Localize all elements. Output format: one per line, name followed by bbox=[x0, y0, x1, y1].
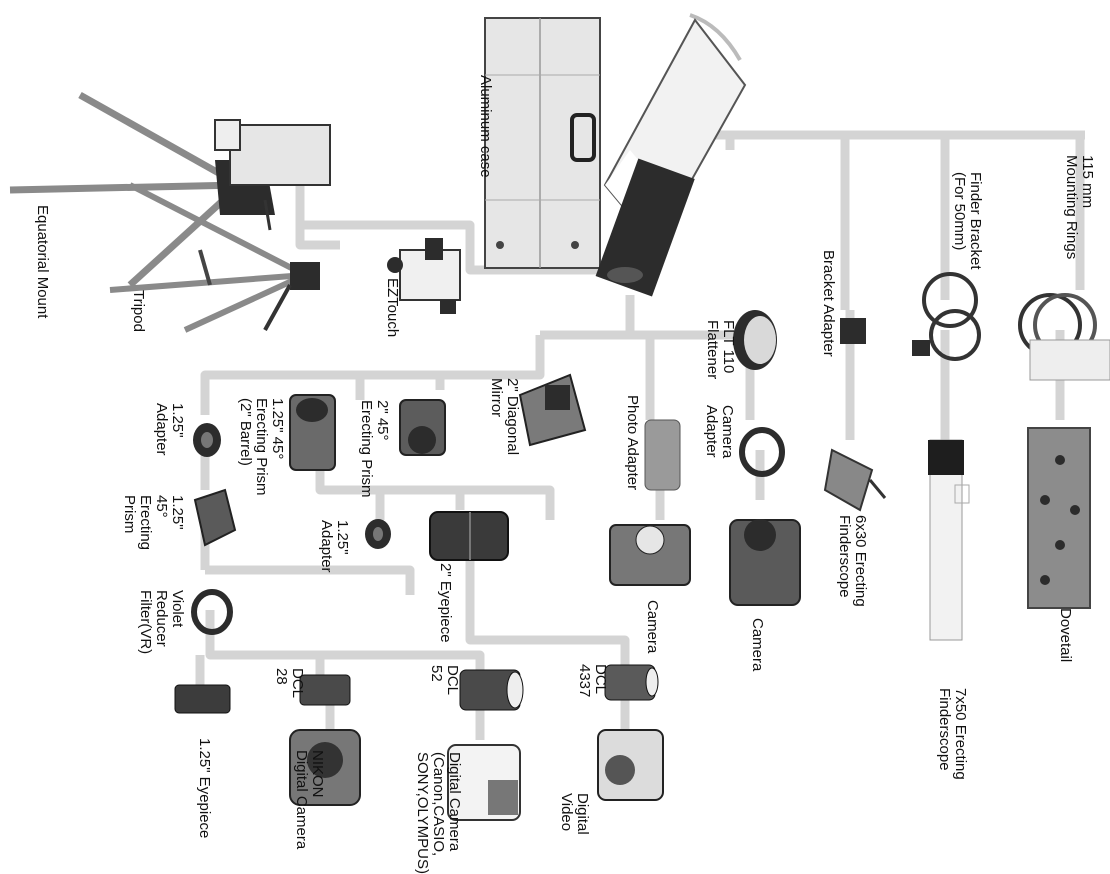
label-digital-camera-multi: Digital Camera (Canon,CASIO, SONY,OLYMPU… bbox=[414, 752, 463, 874]
tripod-image bbox=[109, 182, 320, 333]
label-dcl-28: DCL 28 bbox=[273, 668, 306, 699]
camera-adapter-image bbox=[739, 427, 785, 477]
label-camera-2: Camera bbox=[644, 600, 661, 654]
label-aluminum-case: Aluminum case bbox=[477, 75, 494, 178]
violet-filter-image bbox=[191, 589, 233, 635]
erecting-prism-125-barrel-image bbox=[289, 394, 336, 471]
label-eztouch: EZTouch bbox=[384, 278, 401, 338]
label-eyepiece-125: 1.25" Eyepiece bbox=[196, 738, 213, 839]
label-adapter-125-top: 1.25" Adapter bbox=[153, 403, 186, 456]
finderscope-7x50-image bbox=[928, 439, 970, 641]
label-eyepiece-2: 2" Eyepiece bbox=[437, 563, 454, 643]
label-adapter-125-mid: 1.25" Adapter bbox=[318, 520, 351, 573]
label-violet-filter: Violet Reducer Filter(VR) bbox=[137, 590, 186, 655]
label-camera-1: Camera bbox=[749, 618, 766, 672]
erecting-prism-2-image bbox=[399, 399, 446, 456]
label-tripod: Tripod bbox=[130, 290, 147, 332]
label-nikon-camera: NIKON Digital Camera bbox=[293, 750, 326, 850]
eyepiece-2-image bbox=[429, 511, 509, 561]
camera-1-image bbox=[729, 519, 801, 606]
label-photo-adapter: Photo Adapter bbox=[624, 395, 641, 491]
label-diagonal-mirror: 2" Diagonal Mirror bbox=[488, 378, 521, 456]
bracket-adapter-image bbox=[840, 318, 866, 344]
adapter-125-top-image bbox=[193, 423, 221, 457]
adapter-125-mid-image bbox=[365, 519, 391, 549]
camera-2-image bbox=[609, 524, 691, 586]
label-finderscope-7x50: 7x50 Erecting Finderscope bbox=[936, 688, 969, 780]
digital-camera-multi-image bbox=[447, 744, 521, 821]
flattener-image bbox=[733, 310, 777, 370]
label-dcl-52: DCL 52 bbox=[428, 665, 461, 696]
eyepiece-125-image bbox=[174, 684, 231, 714]
equatorial-mount-image bbox=[9, 91, 331, 288]
photo-adapter-image bbox=[644, 419, 681, 491]
erecting-prism-125-image bbox=[193, 488, 237, 547]
label-camera-adapter: Camera Adapter bbox=[703, 405, 736, 459]
label-mounting-rings: 115 mm Mounting Rings bbox=[1063, 155, 1096, 260]
dcl-52-image bbox=[459, 669, 524, 711]
aluminum-case-image bbox=[484, 17, 601, 269]
dovetail-image bbox=[1027, 427, 1091, 609]
finder-bracket-image bbox=[912, 272, 981, 361]
label-erecting-prism-125-barrel: 1.25" 45° Erecting Prism (2" Barrel) bbox=[237, 398, 286, 496]
label-equatorial-mount: Equatorial Mount bbox=[34, 205, 51, 319]
dcl-28-image bbox=[299, 674, 351, 706]
label-erecting-prism-125: 1.25" 45° Erecting Prism bbox=[121, 495, 186, 551]
label-dovetail: Dovetail bbox=[1057, 608, 1074, 663]
label-flattener: FLT 110 Flattener bbox=[704, 320, 737, 380]
telescope-image bbox=[595, 13, 747, 297]
label-dcl-4337: DCL 4337 bbox=[576, 664, 609, 698]
label-finder-bracket: Finder Bracket (For 50mm) bbox=[951, 172, 984, 270]
label-bracket-adapter: Bracket Adapter bbox=[820, 250, 837, 357]
mounting-rings-image bbox=[1018, 293, 1110, 381]
nikon-camera-image bbox=[289, 729, 361, 806]
diagonal-mirror-image bbox=[518, 373, 587, 447]
finderscope-6x30-image bbox=[823, 448, 887, 512]
label-digital-video: Digital Video bbox=[558, 793, 591, 835]
digital-video-image bbox=[597, 729, 664, 801]
eztouch-image bbox=[387, 238, 461, 314]
label-erecting-prism-2: 2" 45° Erecting Prism bbox=[358, 400, 391, 498]
dcl-4337-image bbox=[604, 664, 659, 701]
label-finderscope-6x30: 6x30 Erecting Finderscope bbox=[836, 515, 869, 607]
